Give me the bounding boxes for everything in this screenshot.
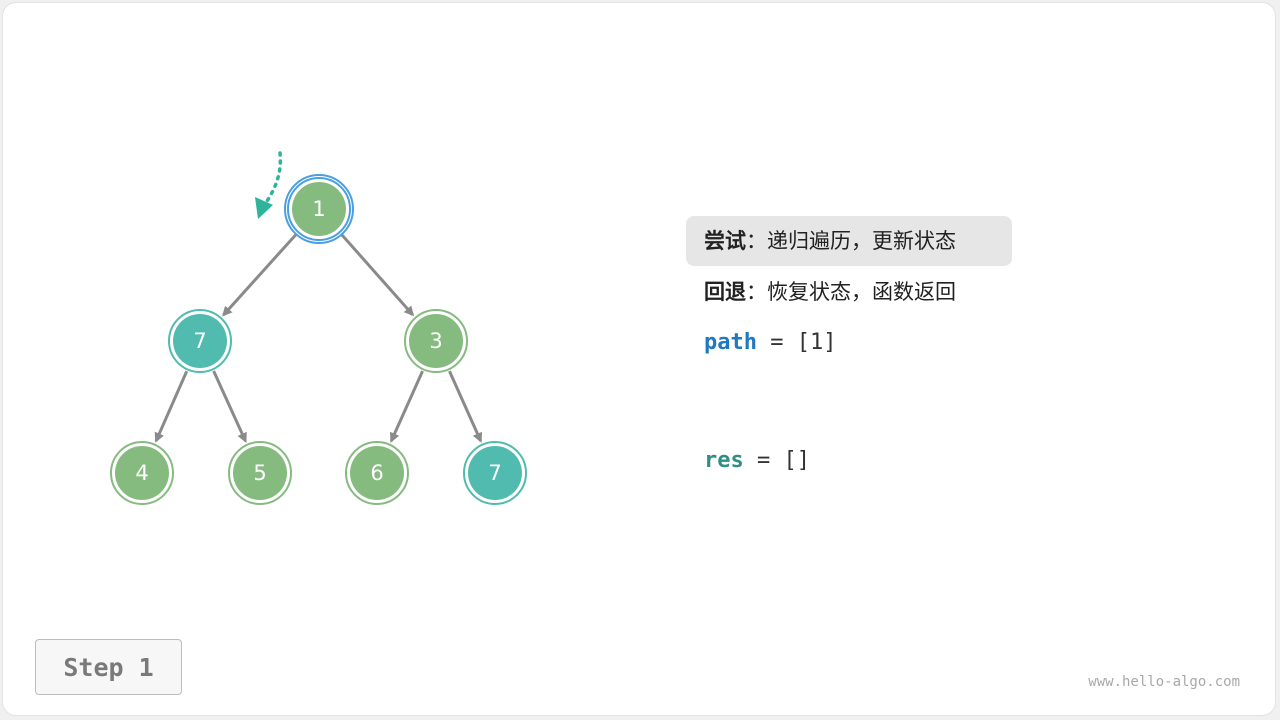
res-value: = [] <box>743 448 810 473</box>
traversal-arrow-icon <box>255 151 283 219</box>
step-indicator: Step 1 <box>35 639 182 695</box>
tree-edges <box>154 232 483 443</box>
watermark: www.hello-algo.com <box>1088 674 1240 690</box>
tree-edge <box>222 232 299 317</box>
res-line: res = [] <box>686 436 828 486</box>
node-label: 5 <box>253 461 266 485</box>
retreat-label: 回退 <box>704 280 746 304</box>
node-fill <box>233 446 287 500</box>
path-value: = [1] <box>756 330 837 355</box>
retreat-step-line: 回退：恢复状态，函数返回 <box>686 267 974 317</box>
node-label: 7 <box>193 329 206 353</box>
node-fill <box>468 446 522 500</box>
node-label: 3 <box>429 329 442 353</box>
tree-edge <box>389 370 424 443</box>
res-variable: res <box>704 448 744 473</box>
node-fill <box>173 314 227 368</box>
tree-node: 5 <box>228 441 292 505</box>
node-fill <box>292 182 346 236</box>
node-fill <box>409 314 463 368</box>
tree-node: 3 <box>404 309 468 373</box>
tree-node: 1 <box>284 174 354 244</box>
tree-edge <box>448 370 483 443</box>
path-line: path = [1] <box>686 318 854 368</box>
node-label: 7 <box>488 461 501 485</box>
node-label: 6 <box>370 461 383 485</box>
retreat-text: ：恢复状态，函数返回 <box>746 280 956 304</box>
node-label: 4 <box>135 461 148 485</box>
try-step-line: 尝试：递归遍历，更新状态 <box>686 216 1012 266</box>
path-variable: path <box>704 330 757 355</box>
node-fill <box>115 446 169 500</box>
tree-node: 4 <box>110 441 174 505</box>
node-fill <box>350 446 404 500</box>
node-label: 1 <box>312 197 325 221</box>
tree-node: 7 <box>168 309 232 373</box>
tree-edge <box>339 232 415 317</box>
try-text: ：递归遍历，更新状态 <box>746 229 956 253</box>
tree-nodes: 1 7 3 4 5 6 7 <box>110 174 527 505</box>
tree-edge <box>154 370 189 443</box>
try-label: 尝试 <box>704 229 746 253</box>
tree-edge <box>212 370 247 443</box>
tree-node: 6 <box>345 441 409 505</box>
tree-node: 7 <box>463 441 527 505</box>
